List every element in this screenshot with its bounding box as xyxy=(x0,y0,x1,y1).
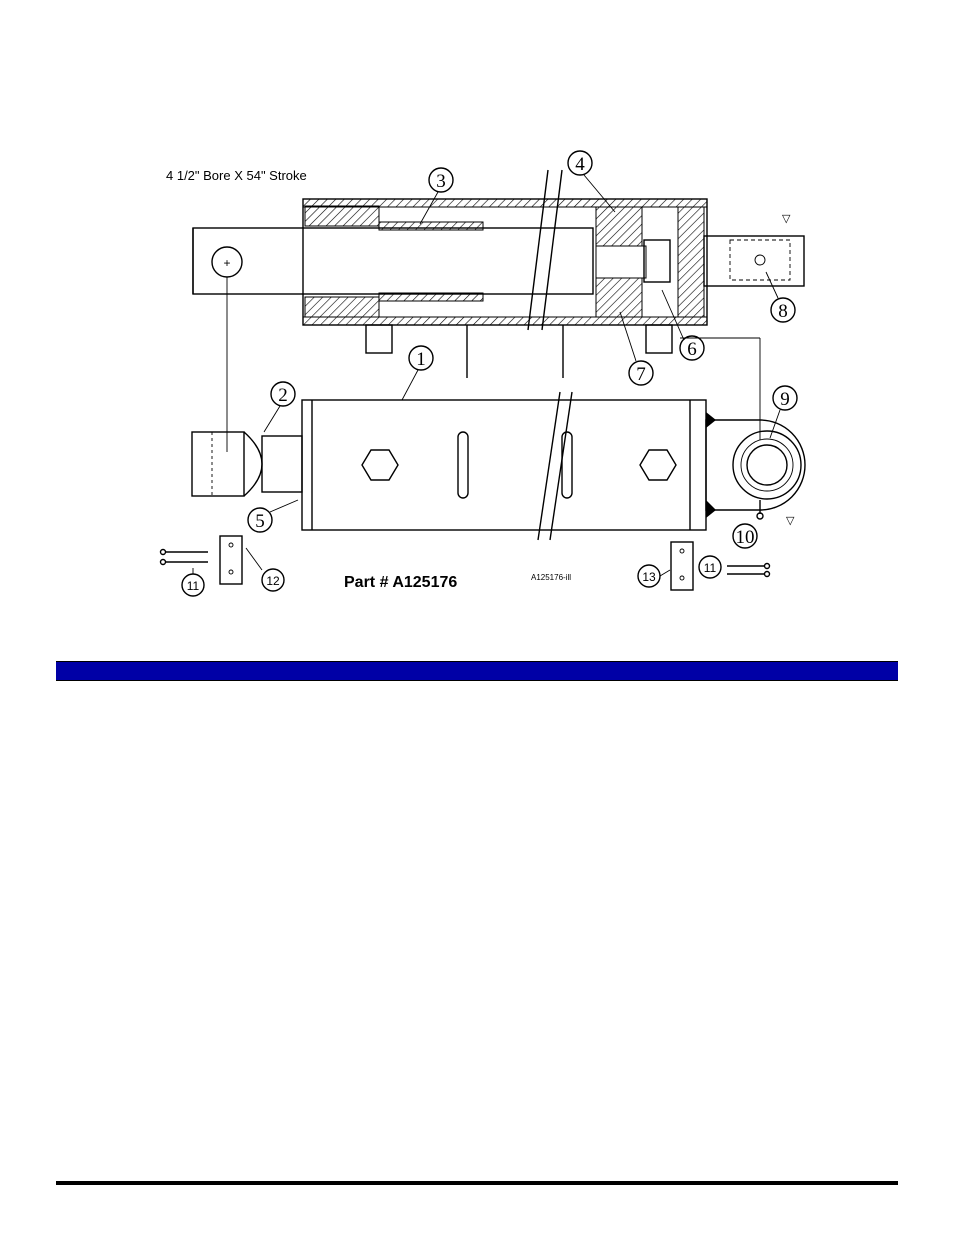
svg-text:11: 11 xyxy=(704,561,717,575)
callout-8: 8 xyxy=(765,271,796,323)
hardware-left xyxy=(159,535,263,585)
footer-rule xyxy=(56,1181,898,1185)
section-header-bar xyxy=(56,661,898,681)
callout-5: 5 xyxy=(247,499,299,533)
svg-text:8: 8 xyxy=(778,301,788,322)
section-view: + ▽ xyxy=(192,169,805,452)
callout-4: 4 xyxy=(567,150,616,213)
callout-1: 1 xyxy=(401,345,434,401)
svg-text:10: 10 xyxy=(736,527,755,548)
hardware-right xyxy=(670,541,771,591)
svg-text:3: 3 xyxy=(436,171,446,192)
callout-9: 9 xyxy=(769,385,798,439)
callout-12: 12 xyxy=(261,568,285,592)
callout-13: 13 xyxy=(637,564,671,588)
svg-text:▽: ▽ xyxy=(782,213,791,225)
callout-10: 10 xyxy=(732,523,758,549)
part-number-label: Part # A125176 xyxy=(344,574,457,591)
svg-text:4: 4 xyxy=(575,154,585,175)
callout-6: 6 xyxy=(661,289,705,361)
svg-text:7: 7 xyxy=(636,364,646,385)
callout-3: 3 xyxy=(419,167,454,225)
callout-2: 2 xyxy=(263,381,296,433)
illustration-id: A125176-ill xyxy=(531,573,571,582)
external-view: ▽ xyxy=(191,391,806,541)
svg-text:5: 5 xyxy=(255,511,265,532)
svg-text:+: + xyxy=(223,256,230,270)
svg-text:▽: ▽ xyxy=(786,515,795,527)
svg-text:12: 12 xyxy=(266,574,280,588)
svg-text:2: 2 xyxy=(278,385,288,406)
svg-text:6: 6 xyxy=(687,339,697,360)
callout-7: 7 xyxy=(619,311,654,386)
svg-text:1: 1 xyxy=(416,349,426,370)
svg-text:9: 9 xyxy=(780,389,790,410)
callout-11-left: 11 xyxy=(181,573,205,597)
svg-text:11: 11 xyxy=(187,579,200,593)
bore-stroke-label: 4 1/2" Bore X 54" Stroke xyxy=(166,168,307,183)
callout-11-right: 11 xyxy=(698,555,722,579)
svg-text:13: 13 xyxy=(642,570,656,584)
